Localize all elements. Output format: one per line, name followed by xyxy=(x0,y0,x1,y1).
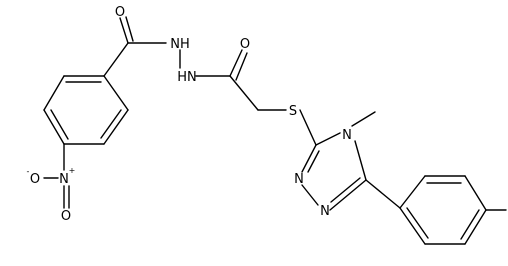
bond xyxy=(229,49,243,77)
bond xyxy=(229,75,259,111)
atom-label-nitrogen: N xyxy=(342,128,352,143)
bond xyxy=(329,179,367,211)
atom-label-sulfur: S xyxy=(289,104,297,119)
atom-label-nitrogen: N xyxy=(59,172,69,187)
bond xyxy=(406,207,429,239)
bond xyxy=(315,132,341,146)
bond xyxy=(103,42,129,77)
atom-label-oxygen: O xyxy=(61,209,71,224)
bond xyxy=(460,209,480,240)
charge-minus: - xyxy=(27,167,30,176)
bond xyxy=(354,140,367,181)
tolyl-ring xyxy=(365,175,507,245)
bond xyxy=(119,17,129,44)
atom-label-nh: NH xyxy=(170,37,190,52)
bond xyxy=(125,16,134,42)
atom-label-nitrogen: N xyxy=(320,204,330,219)
bond xyxy=(301,184,319,206)
atom-label-oxygen: O xyxy=(30,172,40,187)
bond xyxy=(50,109,69,140)
atom-label-nitrogen: N xyxy=(294,172,304,187)
atom-label-hn: HN xyxy=(177,70,197,85)
nitrophenyl-ring xyxy=(43,42,129,171)
bond xyxy=(299,109,317,146)
bond xyxy=(235,52,248,81)
bond xyxy=(464,175,487,211)
triazole-ring xyxy=(301,111,376,211)
bond xyxy=(464,209,487,245)
bond xyxy=(100,109,122,139)
atom-label-oxygen: O xyxy=(240,37,250,52)
charge-plus: + xyxy=(69,166,76,175)
bond xyxy=(307,150,320,173)
bond xyxy=(43,109,65,145)
atom-label-oxygen: O xyxy=(115,5,125,20)
bond xyxy=(103,75,129,111)
bond xyxy=(351,111,376,127)
bond xyxy=(103,109,129,145)
bond xyxy=(330,177,361,203)
bond xyxy=(399,207,426,245)
bond xyxy=(43,75,65,111)
bond xyxy=(399,175,426,209)
bond xyxy=(301,144,317,173)
bond xyxy=(365,179,401,209)
